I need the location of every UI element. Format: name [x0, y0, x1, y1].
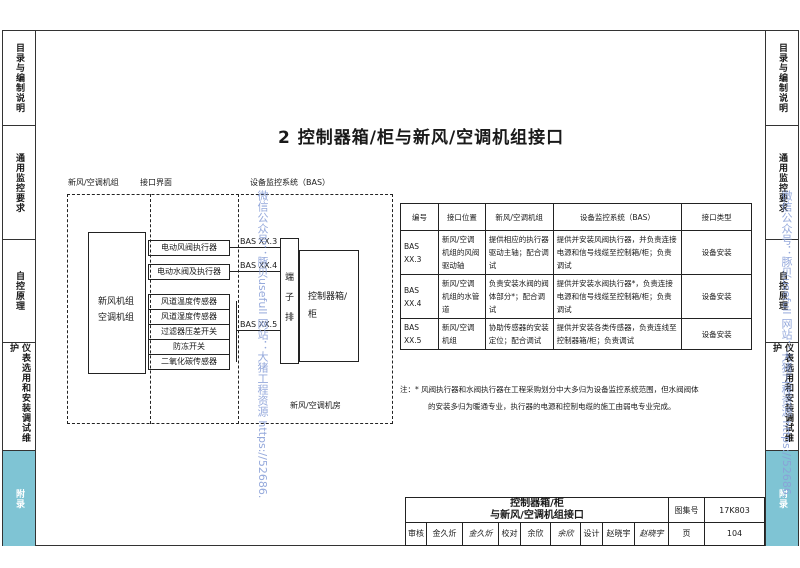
unit-box — [88, 232, 146, 374]
table-cell-id: BAS XX.3 — [400, 230, 439, 275]
diagram-header-unit: 新风/空调机组 — [68, 178, 119, 187]
sidebar-tab-general[interactable]: 通用监控要求 — [3, 126, 35, 240]
tab-label: 自控原理 — [777, 271, 787, 311]
watermark-right: 微信公众号：豚贝usefull 网站：大猪工程资源 https://52686. — [780, 190, 793, 499]
tab-label: 附录 — [777, 488, 787, 509]
review-signature: 金久炘 — [462, 522, 498, 545]
sensor-damper-actuator: 电动风阀执行器 — [148, 240, 230, 256]
table-cell-type: 设备安装 — [681, 230, 752, 275]
table-cell-bas: 提供并安装水阀执行器*，负责连接电源和信号线缆至控制箱/柜；负责调试 — [552, 274, 683, 319]
table-cell-bas: 提供并安装各类传感器，负责连线至控制器箱/柜；负责调试 — [552, 318, 683, 350]
left-sidebar: 目录与编制说明 通用监控要求 自控原理 仪表选用和安装调试维护 附录 — [2, 30, 36, 546]
drawing-title: 控制器箱/柜 与新风/空调机组接口 — [406, 498, 668, 522]
design-signature: 赵晓宇 — [634, 522, 668, 545]
table-header-row: 编号 接口位置 新风/空调机组 设备监控系统（BAS） 接口类型 — [400, 203, 752, 231]
check-name: 余欣 — [520, 522, 550, 545]
connection-line — [236, 330, 280, 331]
review-label: 审核 — [408, 529, 424, 538]
tab-label: 自控原理 — [14, 271, 24, 311]
bas-code: BAS XX.4 — [240, 261, 278, 270]
interface-table: 编号 接口位置 新风/空调机组 设备监控系统（BAS） 接口类型 BAS XX.… — [400, 203, 752, 350]
table-header: 接口类型 — [681, 203, 752, 231]
review-name: 金久炘 — [426, 522, 462, 545]
atlas-label: 图集号 — [668, 498, 704, 522]
title-block: 控制器箱/柜 与新风/空调机组接口 图集号 17K803 审核 金久炘 金久炘 … — [405, 497, 765, 546]
table-cell-unit: 提供相应的执行器驱动主轴；配合调试 — [484, 230, 554, 275]
room-label: 新风/空调机房 — [290, 401, 341, 410]
sensor-group-bracket — [236, 301, 237, 362]
unit-box-label-2: 空调机组 — [98, 313, 135, 323]
table-cell-id: BAS XX.4 — [400, 274, 439, 319]
sidebar-tab-principle[interactable]: 自控原理 — [3, 240, 35, 343]
page-label: 页 — [668, 522, 704, 545]
table-header: 新风/空调机组 — [484, 203, 554, 231]
title-block-divider — [406, 522, 764, 523]
sidebar-tab-instruments[interactable]: 仪表选用和安装调试维护 — [766, 343, 798, 451]
table-cell-position: 新风/空调机组 — [437, 318, 486, 350]
table-note-line-2: 的安装多归为暖通专业，执行器的电源和控制电缆的施工由弱电专业完成。 — [428, 402, 676, 411]
table-cell-unit: 协助传感器的安装定位；配合调试 — [484, 318, 554, 350]
table-cell-bas: 提供并安装风阀执行器，并负责连接电源和信号线缆至控制箱/柜；负责调试 — [552, 230, 683, 275]
unit-box-label-1: 新风机组 — [98, 297, 135, 307]
table-row: BAS XX.3 新风/空调机组的风阀驱动轴 提供相应的执行器驱动主轴；配合调试… — [400, 230, 752, 275]
page-title: 2 控制器箱/柜与新风/空调机组接口 — [278, 128, 565, 148]
sensor-duct-temperature: 风道温度传感器 — [148, 294, 230, 310]
table-note-line-1: 注：* 风阀执行器和水阀执行器在工程采购划分中大多归为设备监控系统范围，但水阀阀… — [400, 385, 699, 394]
tab-label: 目录与编制说明 — [777, 43, 787, 113]
table-row: BAS XX.4 新风/空调机组的水管道 负责安装水阀的阀体部分*；配合调试 提… — [400, 274, 752, 319]
page-number: 104 — [704, 522, 764, 545]
tab-label: 通用监控要求 — [777, 152, 787, 213]
drawing-title-line-2: 与新风/空调机组接口 — [490, 510, 584, 521]
sidebar-tab-contents[interactable]: 目录与编制说明 — [766, 31, 798, 126]
sidebar-tab-general[interactable]: 通用监控要求 — [766, 126, 798, 240]
sensor-antifreeze: 防冻开关 — [148, 339, 230, 355]
sidebar-tab-appendix[interactable]: 附录 — [3, 451, 35, 546]
table-cell-type: 设备安装 — [681, 318, 752, 350]
controller-box — [299, 250, 359, 362]
table-cell-position: 新风/空调机组的水管道 — [437, 274, 486, 319]
tab-label: 通用监控要求 — [14, 152, 24, 213]
check-signature: 余欣 — [550, 522, 580, 545]
terminal-label: 端子排 — [285, 273, 295, 323]
table-cell-position: 新风/空调机组的风阀驱动轴 — [437, 230, 486, 275]
right-sidebar: 目录与编制说明 通用监控要求 自控原理 仪表选用和安装调试维护 附录 — [765, 30, 799, 546]
diagram-header-bas: 设备监控系统（BAS） — [250, 178, 331, 187]
sensor-co2: 二氧化碳传感器 — [148, 354, 230, 370]
tab-label: 附录 — [14, 488, 24, 509]
design-name: 赵晓宇 — [602, 522, 634, 545]
watermark-left: 微信公众号：豚贝usefull 网站：大猪工程资源 https://52686. — [256, 190, 269, 499]
drawing-title-line-1: 控制器箱/柜 — [510, 498, 564, 509]
tab-label: 仪表选用和安装调试维护 — [771, 343, 793, 443]
tab-label: 仪表选用和安装调试维护 — [8, 343, 30, 443]
table-header: 接口位置 — [437, 203, 486, 231]
drawing-frame — [36, 30, 765, 546]
check-label: 校对 — [498, 522, 520, 545]
sensor-filter-pressure: 过滤器压差开关 — [148, 324, 230, 340]
controller-label: 控制器箱/柜 — [308, 292, 348, 320]
design-label: 设计 — [580, 522, 602, 545]
sidebar-tab-instruments[interactable]: 仪表选用和安装调试维护 — [3, 343, 35, 451]
sidebar-tab-principle[interactable]: 自控原理 — [766, 240, 798, 343]
table-cell-id: BAS XX.5 — [400, 318, 439, 350]
tab-label: 目录与编制说明 — [14, 43, 24, 113]
diagram-header-interface: 接口界面 — [140, 178, 172, 187]
sidebar-tab-contents[interactable]: 目录与编制说明 — [3, 31, 35, 126]
table-header: 设备监控系统（BAS） — [552, 203, 683, 231]
bas-code: BAS XX.3 — [240, 237, 278, 246]
table-cell-unit: 负责安装水阀的阀体部分*；配合调试 — [484, 274, 554, 319]
sensor-duct-humidity: 风道湿度传感器 — [148, 309, 230, 325]
table-cell-type: 设备安装 — [681, 274, 752, 319]
connection-line — [230, 271, 280, 272]
table-row: BAS XX.5 新风/空调机组 协助传感器的安装定位；配合调试 提供并安装各类… — [400, 318, 752, 350]
table-header: 编号 — [400, 203, 439, 231]
atlas-value: 17K803 — [704, 498, 764, 522]
connection-line — [230, 247, 280, 248]
sidebar-tab-appendix[interactable]: 附录 — [766, 451, 798, 546]
bas-code: BAS XX.5 — [240, 320, 278, 329]
sensor-water-valve: 电动水阀及执行器 — [148, 264, 230, 280]
bas-boundary-line — [238, 194, 239, 424]
terminal-block — [280, 238, 299, 364]
room-boundary — [67, 194, 393, 424]
